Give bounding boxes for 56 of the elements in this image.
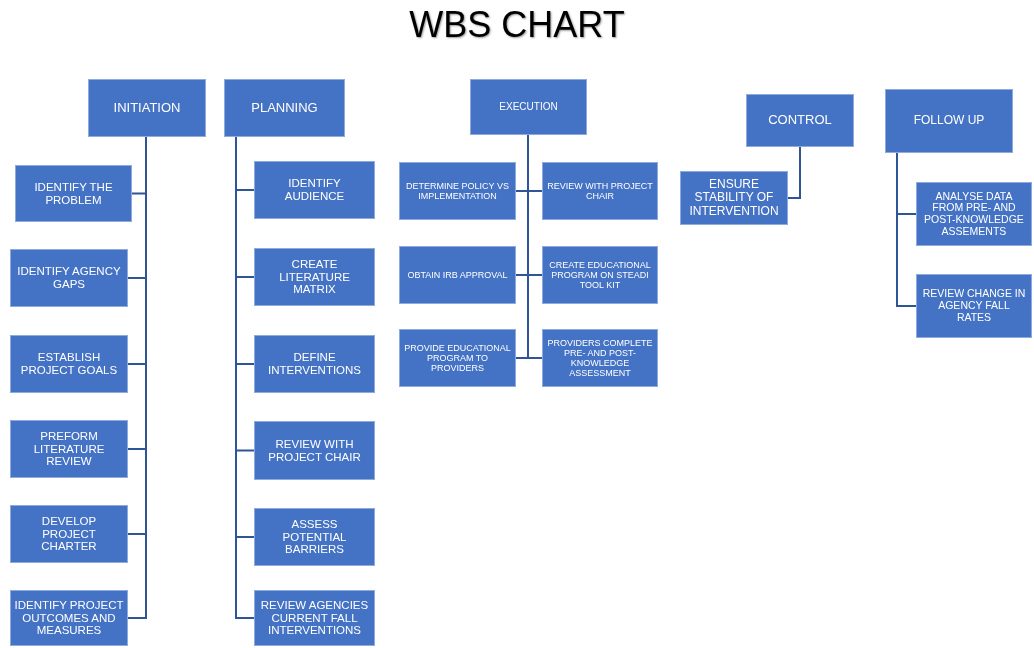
task-label: DETERMINE POLICY VS IMPLEMENTATION	[405, 180, 510, 202]
task-box	[399, 329, 516, 387]
task-label: REVIEW WITH PROJECT CHAIR	[546, 180, 654, 202]
connector-line	[527, 134, 543, 359]
task-box	[10, 420, 128, 478]
task-box	[916, 274, 1032, 338]
task-label: PROVIDE EDUCATIONAL PROGRAM TO PROVIDERS	[403, 342, 512, 374]
task-label: ESTABLISH PROJECT GOALS	[19, 351, 119, 377]
task-box	[542, 246, 658, 304]
task-label: PROVIDERS COMPLETE PRE- AND POST-KNOWLEDGE ASSESSMENT	[546, 337, 654, 379]
task-box	[10, 505, 128, 563]
phase-box	[470, 79, 587, 135]
phase-box	[746, 94, 854, 147]
task-label: OBTAIN IRB APPROVAL	[407, 269, 508, 281]
task-box	[399, 246, 516, 304]
task-label: ANALYSE DATA FROM PRE- AND POST-KNOWLEDGE ASSEMENTS	[923, 190, 1025, 238]
task-label: DEVELOP PROJECT CHARTER	[40, 514, 98, 554]
task-box	[916, 182, 1032, 246]
task-label: FOLLOW UP	[913, 114, 985, 128]
task-box	[254, 248, 375, 306]
task-box	[254, 161, 375, 219]
phase-box	[885, 89, 1013, 153]
task-label: INITIATION	[113, 100, 181, 116]
task-label: PREFORM LITERATURE REVIEW	[32, 429, 106, 469]
task-label: REVIEW AGENCIES CURRENT FALL INTERVENTIONS	[259, 598, 370, 638]
task-label: IDENTIFY THE PROBLEM	[33, 180, 114, 207]
connector-line	[787, 146, 801, 199]
task-label: IDENTIFY AGENCY GAPS	[16, 265, 122, 291]
task-label: CREATE LITERATURE MATRIX	[278, 257, 351, 297]
task-box	[542, 329, 658, 387]
task-box	[399, 162, 516, 220]
task-box	[10, 335, 128, 393]
task-box	[254, 421, 375, 480]
task-label: REVIEW CHANGE IN AGENCY FALL RATES	[921, 288, 1027, 324]
task-box	[254, 335, 375, 393]
task-box	[254, 590, 375, 646]
task-box	[10, 590, 128, 646]
connector-line	[896, 152, 917, 307]
task-label: ASSESS POTENTIAL BARRIERS	[281, 517, 348, 557]
task-box	[15, 165, 132, 222]
chart-title: WBS CHART	[408, 4, 626, 46]
task-label: PLANNING	[251, 100, 318, 116]
task-box	[254, 508, 375, 566]
task-box	[10, 249, 128, 307]
phase-box	[88, 79, 206, 137]
phase-box	[224, 79, 345, 137]
task-box	[542, 162, 658, 220]
task-label: IDENTIFY AUDIENCE	[283, 177, 346, 203]
task-label: IDENTIFY PROJECT OUTCOMES AND MEASURES	[14, 598, 124, 638]
task-label: CONTROL	[768, 113, 832, 128]
task-label: DEFINE INTERVENTIONS	[266, 351, 363, 377]
task-label: REVIEW WITH PROJECT CHAIR	[267, 437, 362, 464]
task-label: EXECUTION	[499, 101, 558, 113]
task-box	[680, 171, 788, 225]
task-label: ENSURE STABILITY OF INTERVENTION	[688, 177, 780, 219]
task-label: CREATE EDUCATIONAL PROGRAM ON STEADI TOOL KIT	[548, 259, 652, 291]
